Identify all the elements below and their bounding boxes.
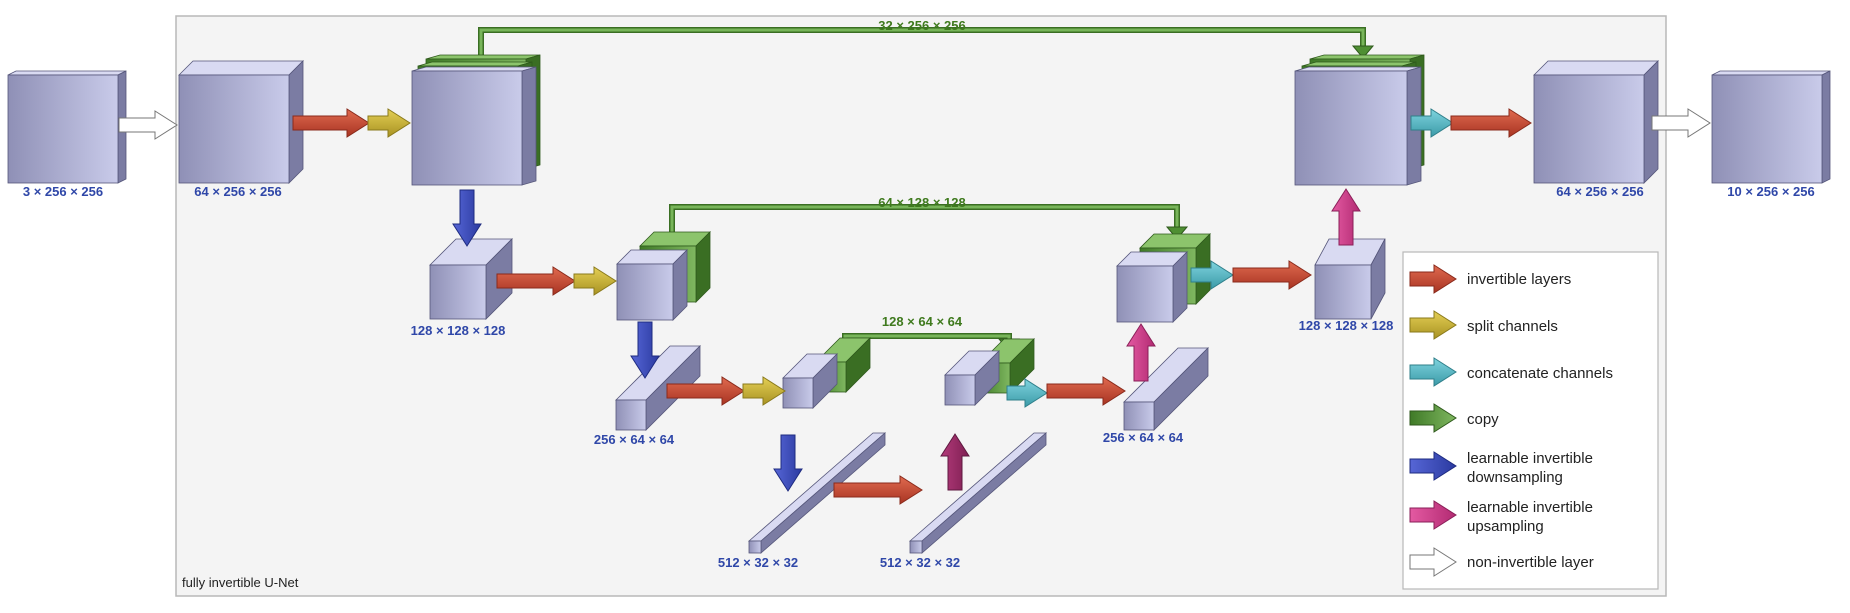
tensor-dec1-concat [1294,66,1422,186]
legend-icon-downsampling [1409,451,1457,481]
tensor-enc1 [178,60,304,184]
invertible-arrow-dec1 [1450,108,1532,138]
skip-connection-level1 [478,27,1375,59]
invertible-arrow-enc3 [666,376,745,406]
split-arrow-enc1 [367,108,411,138]
split-arrow-enc2 [573,266,617,296]
legend-label-copy: copy [1467,411,1499,428]
legend-label-concat: concatenate channels [1467,365,1613,382]
legend-label-up-line2: upsampling [1467,518,1544,535]
legend-icon-copy [1409,403,1457,433]
upsampling-arrow-3 [940,433,970,491]
tensor-input [7,70,127,184]
frame-caption: fully invertible U-Net [182,575,299,590]
concat-arrow-dec2 [1190,260,1234,290]
tensor-enc1-split [411,66,537,186]
tensor-enc2 [429,238,513,320]
skip-label-level2: 64 × 128 × 128 [878,195,965,210]
label-enc3: 256 × 64 × 64 [594,432,675,447]
invertible-arrow-enc1 [292,108,370,138]
label-bottleneck-left: 512 × 32 × 32 [718,555,798,570]
label-dec2: 128 × 128 × 128 [1299,318,1394,333]
tensor-dec3 [1123,347,1209,431]
upsampling-arrow-1 [1331,188,1361,246]
label-dec1: 64 × 256 × 256 [1556,184,1643,199]
tensor-dec1 [1533,60,1659,184]
invertible-arrow-dec3 [1046,376,1126,406]
skip-label-level1: 32 × 256 × 256 [878,18,965,33]
legend-label-down-line1: learnable invertible [1467,450,1593,467]
tensor-output [1711,70,1831,184]
tensor-dec2-concat [1116,251,1188,323]
label-enc2: 128 × 128 × 128 [411,323,506,338]
invertible-arrow-dec2 [1232,260,1312,290]
concat-arrow-dec1 [1410,108,1454,138]
tensor-dec3-concat [944,350,1000,406]
label-dec3: 256 × 64 × 64 [1103,430,1184,445]
tensor-enc2-split [616,249,688,321]
label-bottleneck-right: 512 × 32 × 32 [880,555,960,570]
tensor-bottleneck-left [747,432,887,554]
legend-label-invertible: invertible layers [1467,271,1571,288]
skip-connection-level2 [669,204,1189,240]
legend: invertible layers split channels concate… [1402,251,1659,590]
invertible-arrow-bottleneck [833,475,923,505]
legend-label-up-line1: learnable invertible [1467,499,1593,516]
legend-icon-noninvertible [1409,547,1457,577]
skip-label-level3: 128 × 64 × 64 [882,314,963,329]
downsampling-arrow-1 [452,189,482,247]
downsampling-arrow-3 [773,434,803,492]
label-enc1: 64 × 256 × 256 [194,184,281,199]
split-arrow-enc3 [742,376,786,406]
legend-icon-concat [1409,357,1457,387]
label-input: 3 × 256 × 256 [23,184,103,199]
tensor-enc3-split [782,353,838,409]
legend-label-split: split channels [1467,318,1558,335]
tensor-bottleneck-right [908,432,1048,554]
downsampling-arrow-2 [630,321,660,379]
upsampling-arrow-2 [1126,323,1156,382]
legend-icon-invertible [1409,264,1457,294]
legend-icon-split [1409,310,1457,340]
label-output: 10 × 256 × 256 [1727,184,1814,199]
invertible-arrow-enc2 [496,266,576,296]
concat-arrow-dec3 [1006,378,1048,408]
tensor-dec2 [1314,238,1386,320]
legend-label-down-line2: downsampling [1467,469,1563,486]
noninvertible-arrow-out [1651,108,1711,138]
legend-label-noninv: non-invertible layer [1467,554,1594,571]
legend-icon-upsampling [1409,500,1457,530]
noninvertible-arrow-in [118,110,178,140]
